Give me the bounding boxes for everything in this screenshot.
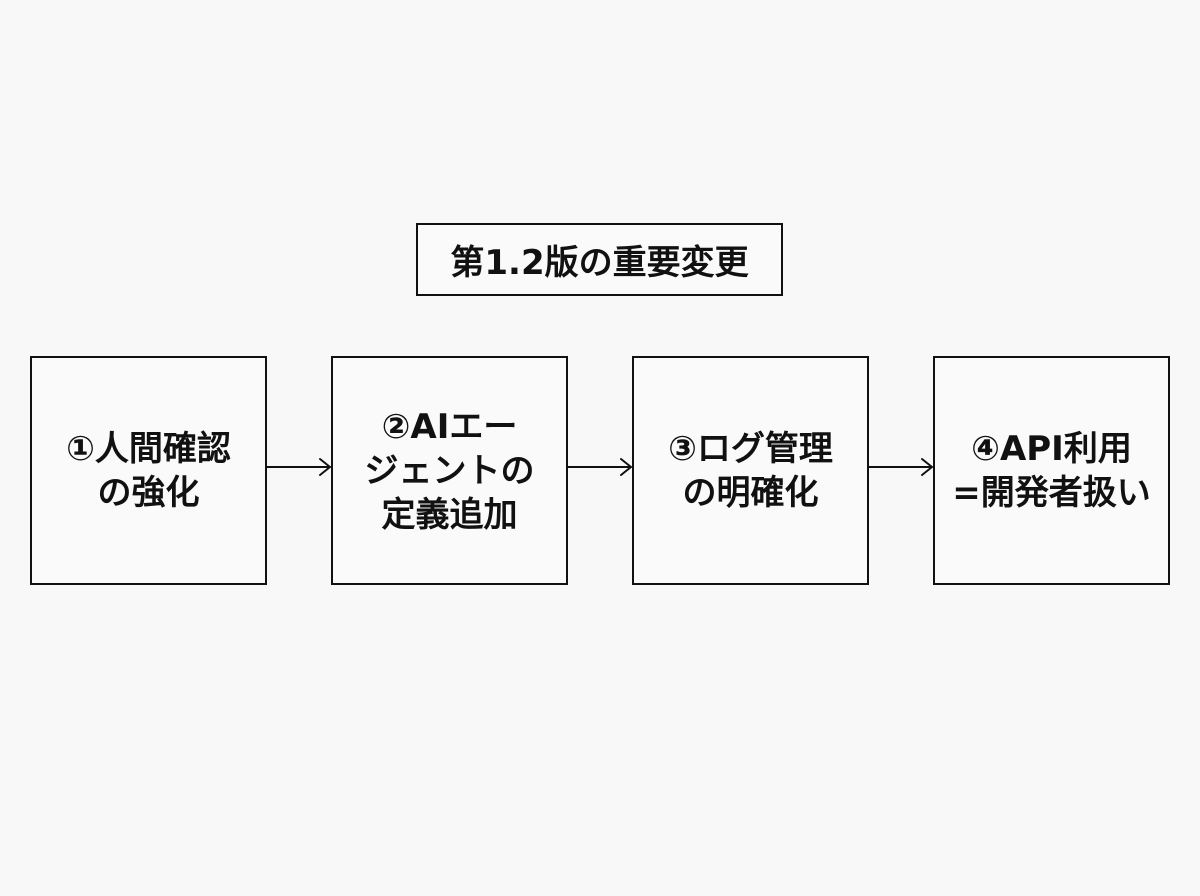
diagram-title-box: 第1.2版の重要変更 <box>416 223 783 296</box>
step-label-4: ④API利用 =開発者扱い <box>952 428 1151 513</box>
arrow-2-to-3 <box>567 458 632 476</box>
step-box-3: ③ログ管理 の明確化 <box>632 356 869 585</box>
diagram-title: 第1.2版の重要変更 <box>450 243 749 283</box>
step-label-2: ②AIエー ジェントの 定義追加 <box>364 406 535 535</box>
arrow-1-to-2 <box>266 458 331 476</box>
step-box-2: ②AIエー ジェントの 定義追加 <box>331 356 568 585</box>
step-label-3: ③ログ管理 の明確化 <box>668 428 833 513</box>
step-box-4: ④API利用 =開発者扱い <box>933 356 1170 585</box>
step-box-1: ①人間確認 の強化 <box>30 356 267 585</box>
arrow-3-to-4 <box>868 458 933 476</box>
step-label-1: ①人間確認 の強化 <box>66 428 231 513</box>
